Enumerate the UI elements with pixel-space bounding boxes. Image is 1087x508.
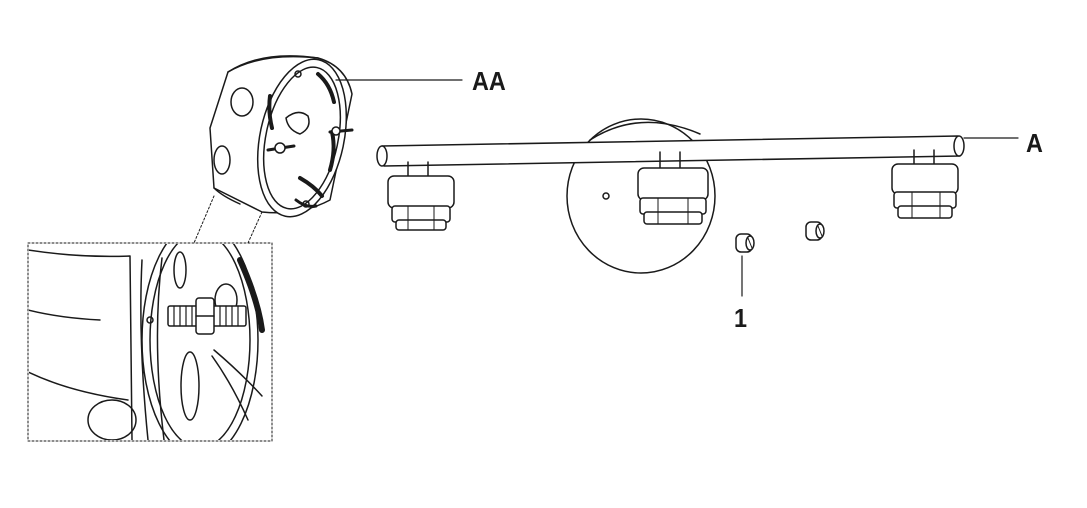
detail-inset bbox=[27, 242, 273, 442]
socket-center bbox=[637, 151, 709, 225]
mounting-bracket-aa bbox=[209, 55, 354, 218]
callout-leaders bbox=[335, 79, 1019, 297]
callout-label-aa: AA bbox=[472, 66, 506, 96]
cap-nut-1 bbox=[735, 233, 755, 253]
callout-label-1: 1 bbox=[734, 303, 748, 333]
socket-left bbox=[387, 161, 455, 231]
fixture-arm-a bbox=[376, 135, 965, 167]
callout-label-a: A bbox=[1026, 128, 1043, 158]
cap-nut-2 bbox=[805, 221, 825, 241]
detail-leader-lines bbox=[193, 195, 263, 244]
socket-right bbox=[891, 149, 959, 219]
